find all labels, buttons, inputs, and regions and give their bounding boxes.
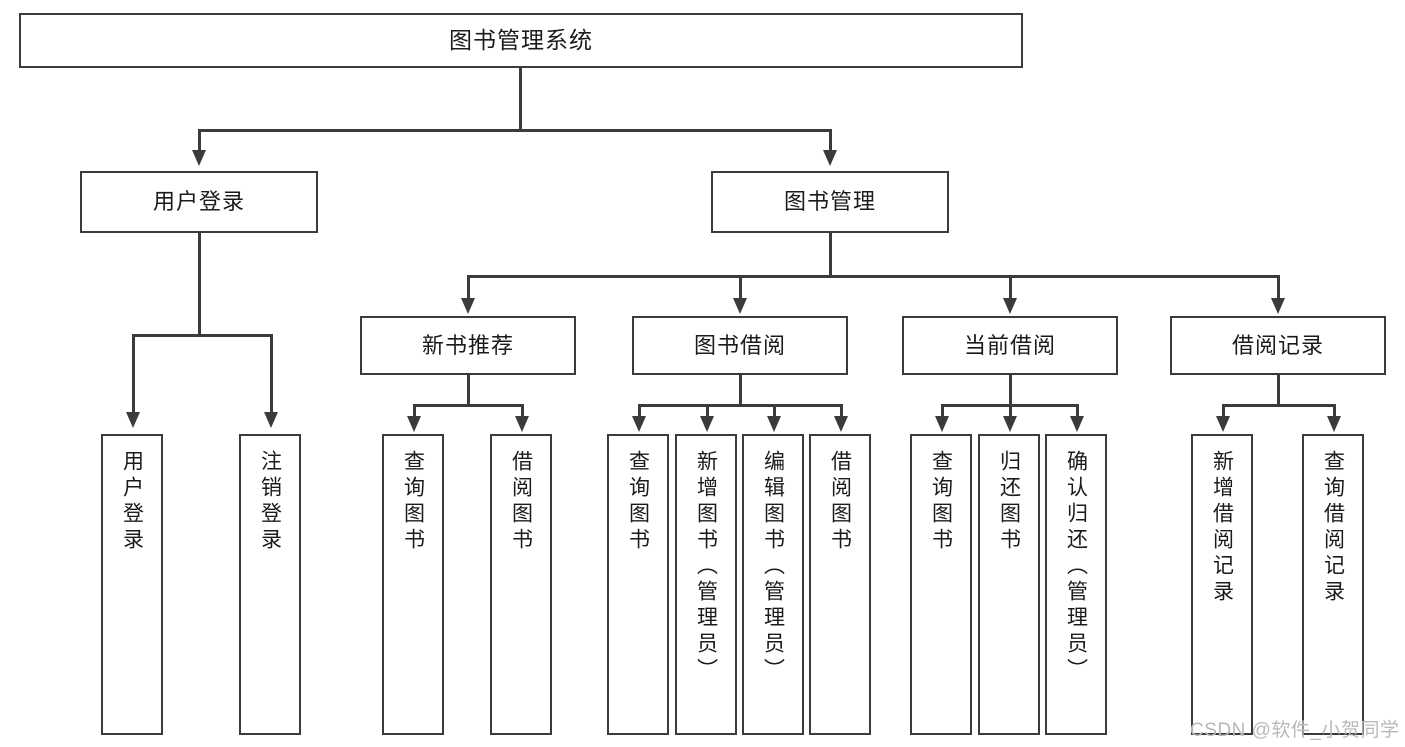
node-borrow-record[interactable]: 借阅记录 — [1170, 316, 1386, 375]
leaf-label: 新增借阅记录 — [1210, 450, 1234, 606]
arrow-to-leaf-borrow-book-2 — [834, 416, 848, 432]
connector-borrow-record-stem — [1277, 375, 1280, 405]
leaf-label: 编辑图书（管理员） — [761, 450, 785, 684]
leaf-borrow-book-recommend[interactable]: 借阅图书 — [490, 434, 552, 735]
node-new-book-recommend[interactable]: 新书推荐 — [360, 316, 576, 375]
connector-drop-leaf-borrow-book-1 — [521, 404, 524, 418]
leaf-add-book[interactable]: 新增图书（管理员） — [675, 434, 737, 735]
connector-level1-drop-user-login — [198, 129, 201, 152]
arrow-to-book-manage — [823, 150, 837, 166]
connector-book-borrow-bus — [638, 404, 842, 407]
arrow-to-leaf-query-record — [1327, 416, 1341, 432]
leaf-add-borrow-record[interactable]: 新增借阅记录 — [1191, 434, 1253, 735]
leaf-label: 归还图书 — [997, 450, 1021, 554]
connector-new-book-recommend-stem — [467, 375, 470, 405]
connector-drop-borrow-record — [1277, 275, 1280, 300]
arrow-to-leaf-user-logout — [264, 412, 278, 428]
leaf-user-login[interactable]: 用户登录 — [101, 434, 163, 735]
arrow-to-leaf-confirm-return — [1070, 416, 1084, 432]
arrow-to-leaf-query-book-3 — [935, 416, 949, 432]
connector-level2-bus — [467, 275, 1279, 278]
csdn-watermark: CSDN @软件_小贺同学 — [1190, 720, 1400, 741]
leaf-label: 查询图书 — [929, 450, 953, 554]
node-user-login[interactable]: 用户登录 — [80, 171, 318, 233]
node-book-borrow[interactable]: 图书借阅 — [632, 316, 848, 375]
leaf-label: 查询借阅记录 — [1321, 450, 1345, 606]
connector-drop-current-borrow — [1009, 275, 1012, 300]
connector-drop-leaf-confirm-return — [1076, 404, 1079, 418]
arrow-to-leaf-edit-book — [767, 416, 781, 432]
node-current-borrow[interactable]: 当前借阅 — [902, 316, 1118, 375]
connector-drop-leaf-add-record — [1222, 404, 1225, 418]
node-root-book-management-system[interactable]: 图书管理系统 — [19, 13, 1023, 68]
leaf-label: 确认归还（管理员） — [1064, 450, 1088, 684]
connector-book-borrow-stem — [739, 375, 742, 405]
arrow-to-book-borrow — [733, 298, 747, 314]
connector-drop-leaf-return-book — [1009, 404, 1012, 418]
leaf-label: 查询图书 — [401, 450, 425, 554]
connector-borrow-record-bus — [1222, 404, 1335, 407]
connector-root-stem — [519, 68, 522, 130]
connector-user-login-bus — [132, 334, 272, 337]
connector-drop-leaf-query-record — [1333, 404, 1336, 418]
connector-drop-new-book-recommend — [467, 275, 470, 300]
connector-drop-leaf-edit-book — [773, 404, 776, 418]
connector-drop-leaf-user-login — [132, 334, 135, 414]
arrow-to-leaf-return-book — [1003, 416, 1017, 432]
connector-drop-book-borrow — [739, 275, 742, 300]
node-label: 当前借阅 — [963, 332, 1056, 358]
node-label: 图书管理系统 — [449, 26, 593, 53]
leaf-label: 注销登录 — [258, 450, 282, 554]
leaf-edit-book[interactable]: 编辑图书（管理员） — [742, 434, 804, 735]
node-label: 借阅记录 — [1231, 332, 1324, 358]
arrow-to-new-book-recommend — [461, 298, 475, 314]
arrow-to-leaf-query-book-1 — [407, 416, 421, 432]
connector-book-manage-stem — [829, 233, 832, 276]
connector-drop-leaf-query-book-3 — [941, 404, 944, 418]
arrow-to-leaf-query-book-2 — [632, 416, 646, 432]
connector-drop-leaf-borrow-book-2 — [840, 404, 843, 418]
leaf-query-book-current[interactable]: 查询图书 — [910, 434, 972, 735]
arrow-to-borrow-record — [1271, 298, 1285, 314]
arrow-to-leaf-add-record — [1216, 416, 1230, 432]
arrow-to-current-borrow — [1003, 298, 1017, 314]
leaf-label: 借阅图书 — [509, 450, 533, 554]
leaf-return-book[interactable]: 归还图书 — [978, 434, 1040, 735]
leaf-query-book-recommend[interactable]: 查询图书 — [382, 434, 444, 735]
connector-current-borrow-stem — [1009, 375, 1012, 405]
node-label: 图书借阅 — [693, 332, 786, 358]
leaf-label: 查询图书 — [626, 450, 650, 554]
connector-drop-leaf-query-book-1 — [413, 404, 416, 418]
arrow-to-leaf-add-book — [700, 416, 714, 432]
leaf-query-borrow-record[interactable]: 查询借阅记录 — [1302, 434, 1364, 735]
leaf-confirm-return[interactable]: 确认归还（管理员） — [1045, 434, 1107, 735]
leaf-query-book-borrow[interactable]: 查询图书 — [607, 434, 669, 735]
leaf-label: 用户登录 — [120, 450, 144, 554]
connector-new-book-recommend-bus — [413, 404, 523, 407]
connector-user-login-stem — [198, 233, 201, 335]
arrow-to-leaf-user-login — [126, 412, 140, 428]
node-label: 图书管理 — [783, 189, 876, 215]
connector-level1-drop-book-manage — [829, 129, 832, 152]
node-label: 新书推荐 — [421, 332, 514, 358]
connector-level1-bus — [198, 129, 831, 132]
arrow-to-user-login — [192, 150, 206, 166]
arrow-to-leaf-borrow-book-1 — [515, 416, 529, 432]
leaf-borrow-book[interactable]: 借阅图书 — [809, 434, 871, 735]
connector-drop-leaf-add-book — [706, 404, 709, 418]
connector-drop-leaf-query-book-2 — [638, 404, 641, 418]
leaf-label: 新增图书（管理员） — [694, 450, 718, 684]
leaf-label: 借阅图书 — [828, 450, 852, 554]
node-book-manage[interactable]: 图书管理 — [711, 171, 949, 233]
node-label: 用户登录 — [152, 189, 245, 215]
connector-drop-leaf-user-logout — [270, 334, 273, 414]
leaf-user-logout[interactable]: 注销登录 — [239, 434, 301, 735]
